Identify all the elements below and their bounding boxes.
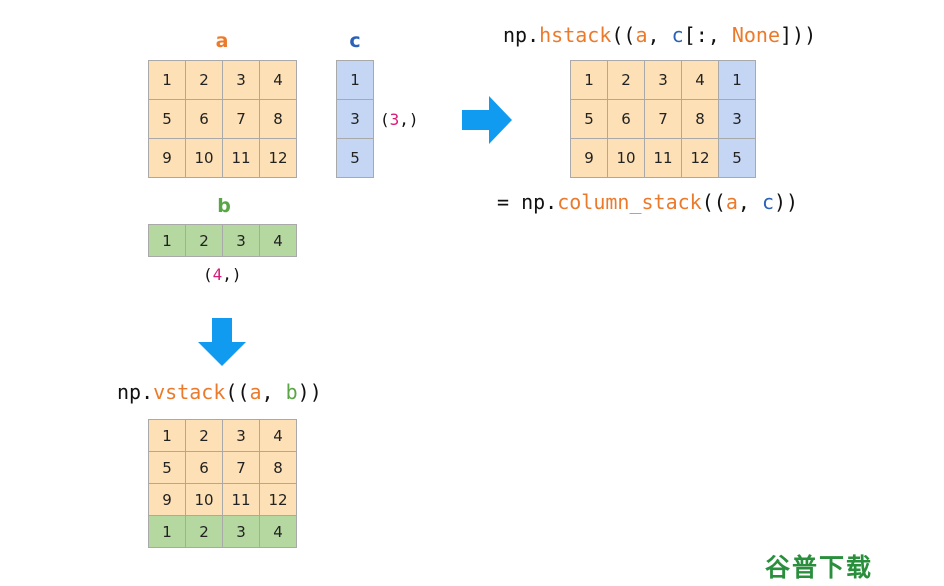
watermark-logo: 谷普下载: [765, 553, 874, 582]
right-arrow-icon: [462, 96, 512, 144]
hstack-paren-open: ((: [611, 23, 636, 47]
hstack-cell: 3: [644, 60, 682, 100]
matrix-c-cell: 5: [336, 138, 374, 178]
hstack-cell: 3: [718, 99, 756, 139]
matrix-b-cell: 4: [259, 224, 297, 257]
matrix-a-cell: 8: [259, 99, 297, 139]
hstack-cell: 11: [644, 138, 682, 178]
matrix-c-cell: 3: [336, 99, 374, 139]
vstack-cell: 3: [222, 419, 260, 452]
hstack-code: np.hstack((a, c[:, None])): [503, 23, 816, 47]
matrix-a-cell: 3: [222, 60, 260, 100]
vstack-cell: 1: [148, 515, 186, 548]
hstack-cell: 5: [570, 99, 608, 139]
shape-c-num: 3: [389, 110, 400, 129]
column-stack-arg-a: a: [725, 190, 738, 214]
vstack-cell: 2: [185, 419, 223, 452]
vstack-cell: 1: [148, 419, 186, 452]
vstack-cell: 9: [148, 483, 186, 516]
hstack-cell: 1: [570, 60, 608, 100]
vstack-cell: 2: [185, 515, 223, 548]
hstack-none: None: [731, 23, 780, 47]
down-arrow-icon: [198, 318, 246, 366]
matrix-a: 1 2 3 4 5 6 7 8 9 10 11 12: [148, 60, 297, 178]
vstack-cell: 4: [259, 419, 297, 452]
matrix-b-cell: 1: [148, 224, 186, 257]
column-stack-paren-open: ((: [701, 190, 726, 214]
vstack-sep: ,: [261, 380, 286, 404]
hstack-arg-a: a: [635, 23, 648, 47]
column-stack-fn: column_stack: [557, 190, 702, 214]
shape-c: (3,): [380, 110, 419, 129]
hstack-cell: 12: [681, 138, 719, 178]
matrix-a-cell: 11: [222, 138, 260, 178]
vstack-paren-open: ((: [225, 380, 250, 404]
vstack-cell: 6: [185, 451, 223, 484]
matrix-c: 1 3 5: [336, 60, 374, 178]
hstack-cell: 1: [718, 60, 756, 100]
matrix-a-cell: 12: [259, 138, 297, 178]
shape-b-close: ,): [222, 265, 242, 284]
matrix-a-cell: 2: [185, 60, 223, 100]
column-stack-prefix: = np.: [497, 190, 558, 214]
vstack-cell: 12: [259, 483, 297, 516]
shape-b-open: (: [203, 265, 213, 284]
vstack-cell: 11: [222, 483, 260, 516]
shape-c-close: ,): [399, 110, 419, 129]
matrix-a-cell: 6: [185, 99, 223, 139]
hstack-cell: 6: [607, 99, 645, 139]
hstack-prefix: np.: [503, 23, 540, 47]
hstack-cell: 5: [718, 138, 756, 178]
column-stack-sep: ,: [737, 190, 762, 214]
hstack-result: 1 2 3 4 1 5 6 7 8 3 9 10 11 12 5: [570, 60, 756, 178]
vstack-code: np.vstack((a, b)): [117, 380, 322, 404]
vstack-cell: 5: [148, 451, 186, 484]
shape-c-open: (: [380, 110, 390, 129]
matrix-b: 1 2 3 4: [148, 224, 297, 257]
matrix-a-cell: 5: [148, 99, 186, 139]
vstack-cell: 10: [185, 483, 223, 516]
vstack-cell: 3: [222, 515, 260, 548]
column-stack-code: = np.column_stack((a, c)): [497, 190, 798, 214]
label-a: a: [215, 30, 229, 52]
hstack-arg-c: c: [671, 23, 684, 47]
matrix-a-cell: 10: [185, 138, 223, 178]
hstack-slice-close: ])): [780, 23, 817, 47]
vstack-cell: 4: [259, 515, 297, 548]
vstack-arg-b: b: [285, 380, 298, 404]
column-stack-arg-c: c: [761, 190, 774, 214]
matrix-b-cell: 3: [222, 224, 260, 257]
hstack-sep: ,: [647, 23, 672, 47]
vstack-paren-close: )): [297, 380, 322, 404]
hstack-cell: 2: [607, 60, 645, 100]
hstack-cell: 10: [607, 138, 645, 178]
vstack-prefix: np.: [117, 380, 154, 404]
matrix-c-cell: 1: [336, 60, 374, 100]
matrix-a-cell: 9: [148, 138, 186, 178]
label-b: b: [217, 195, 231, 217]
hstack-cell: 7: [644, 99, 682, 139]
matrix-a-cell: 1: [148, 60, 186, 100]
matrix-b-cell: 2: [185, 224, 223, 257]
vstack-cell: 7: [222, 451, 260, 484]
hstack-cell: 4: [681, 60, 719, 100]
matrix-a-cell: 7: [222, 99, 260, 139]
shape-b: (4,): [203, 265, 242, 284]
column-stack-paren-close: )): [774, 190, 799, 214]
vstack-result: 1 2 3 4 5 6 7 8 9 10 11 12 1 2 3 4: [148, 419, 297, 548]
vstack-cell: 8: [259, 451, 297, 484]
hstack-cell: 9: [570, 138, 608, 178]
vstack-fn: vstack: [153, 380, 226, 404]
shape-b-num: 4: [212, 265, 223, 284]
matrix-a-cell: 4: [259, 60, 297, 100]
label-c: c: [349, 30, 361, 52]
vstack-arg-a: a: [249, 380, 262, 404]
hstack-slice-open: [:,: [683, 23, 732, 47]
hstack-cell: 8: [681, 99, 719, 139]
hstack-fn: hstack: [539, 23, 612, 47]
